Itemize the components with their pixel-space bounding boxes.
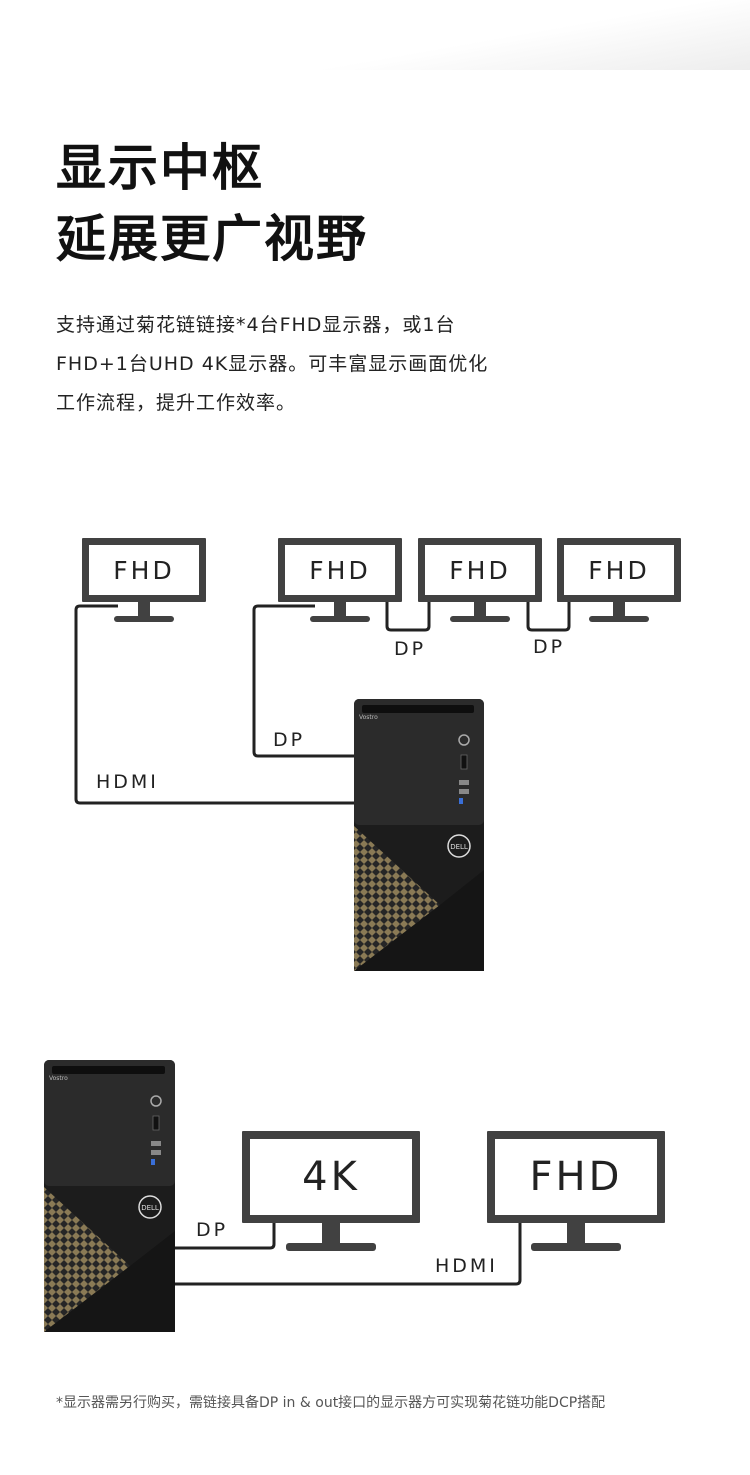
- description-line-2: FHD+1台UHD 4K显示器。可丰富显示画面优化: [56, 353, 489, 375]
- monitor-fhd-3: FHD: [418, 538, 542, 624]
- monitor-base: [450, 616, 510, 622]
- monitor-neck: [334, 602, 346, 618]
- usb-port-icon: [151, 1150, 161, 1155]
- card-reader-icon: [152, 1115, 160, 1131]
- monitor-fhd-1: FHD: [82, 538, 206, 624]
- headline-line-1: 显示中枢: [56, 139, 264, 197]
- optical-drive-slot: [362, 705, 474, 713]
- usb-port-icon: [151, 1141, 161, 1146]
- usb-blue-port-icon: [459, 798, 463, 804]
- monitor-neck: [474, 602, 486, 618]
- monitor-base: [589, 616, 649, 622]
- monitor-base: [286, 1243, 376, 1251]
- dp-cable-label-2: DP: [196, 1219, 229, 1241]
- monitor-fhd-5: FHD: [487, 1131, 665, 1253]
- dell-logo-text: DELL: [141, 1204, 159, 1212]
- monitor-base: [310, 616, 370, 622]
- background-shade: [0, 0, 750, 70]
- hdmi-cable-label: HDMI: [96, 771, 159, 793]
- dp-chain-cable-1: [385, 600, 431, 632]
- dell-logo-icon: [138, 1195, 162, 1219]
- dell-logo-icon: [447, 834, 471, 858]
- monitor-neck: [322, 1223, 340, 1245]
- monitor-base: [531, 1243, 621, 1251]
- monitor-screen: FHD: [278, 538, 402, 602]
- description-line-1: 支持通过菊花链链接*4台FHD显示器，或1台: [56, 314, 456, 336]
- tower-mesh-panel: [44, 1187, 130, 1332]
- tower-upper-panel: [354, 699, 484, 825]
- hdmi-cable-2: [175, 1222, 522, 1286]
- monitor-4k: 4K: [242, 1131, 420, 1253]
- monitor-screen: FHD: [82, 538, 206, 602]
- dp-chain-cable-2: [526, 600, 571, 632]
- power-button-icon: [150, 1095, 162, 1107]
- headline-line-2: 延展更广视野: [56, 210, 368, 268]
- tower-brand-label: Vostro: [359, 714, 378, 721]
- dp-chain-label-1: DP: [394, 638, 427, 660]
- monitor-fhd-4: FHD: [557, 538, 681, 624]
- card-reader-icon: [460, 754, 468, 770]
- monitor-screen: FHD: [557, 538, 681, 602]
- dp-cable-1: [252, 604, 355, 758]
- dell-logo-text: DELL: [450, 843, 468, 851]
- monitor-base: [114, 616, 174, 622]
- monitor-screen: FHD: [487, 1131, 665, 1223]
- dp-cable-2: [175, 1220, 276, 1250]
- dp-cable-label: DP: [273, 729, 306, 751]
- monitor-neck: [138, 602, 150, 618]
- usb-port-icon: [459, 780, 469, 785]
- monitor-screen: 4K: [242, 1131, 420, 1223]
- usb-blue-port-icon: [151, 1159, 155, 1165]
- monitor-neck: [567, 1223, 585, 1245]
- monitor-screen: FHD: [418, 538, 542, 602]
- monitor-neck: [613, 602, 625, 618]
- usb-port-icon: [459, 789, 469, 794]
- hdmi-cable-1: [74, 604, 355, 805]
- footnote: *显示器需另行购买，需链接具备DP in & out接口的显示器方可实现菊花链功…: [56, 1395, 606, 1411]
- tower-brand-label: Vostro: [49, 1075, 68, 1082]
- hdmi-cable-label-2: HDMI: [435, 1255, 498, 1277]
- monitor-fhd-2: FHD: [278, 538, 402, 624]
- tower-mesh-panel: [354, 826, 440, 971]
- dp-chain-label-2: DP: [533, 636, 566, 658]
- description-line-3: 工作流程，提升工作效率。: [56, 392, 297, 414]
- tower-upper-panel: [44, 1060, 175, 1186]
- optical-drive-slot: [52, 1066, 165, 1074]
- power-button-icon: [458, 734, 470, 746]
